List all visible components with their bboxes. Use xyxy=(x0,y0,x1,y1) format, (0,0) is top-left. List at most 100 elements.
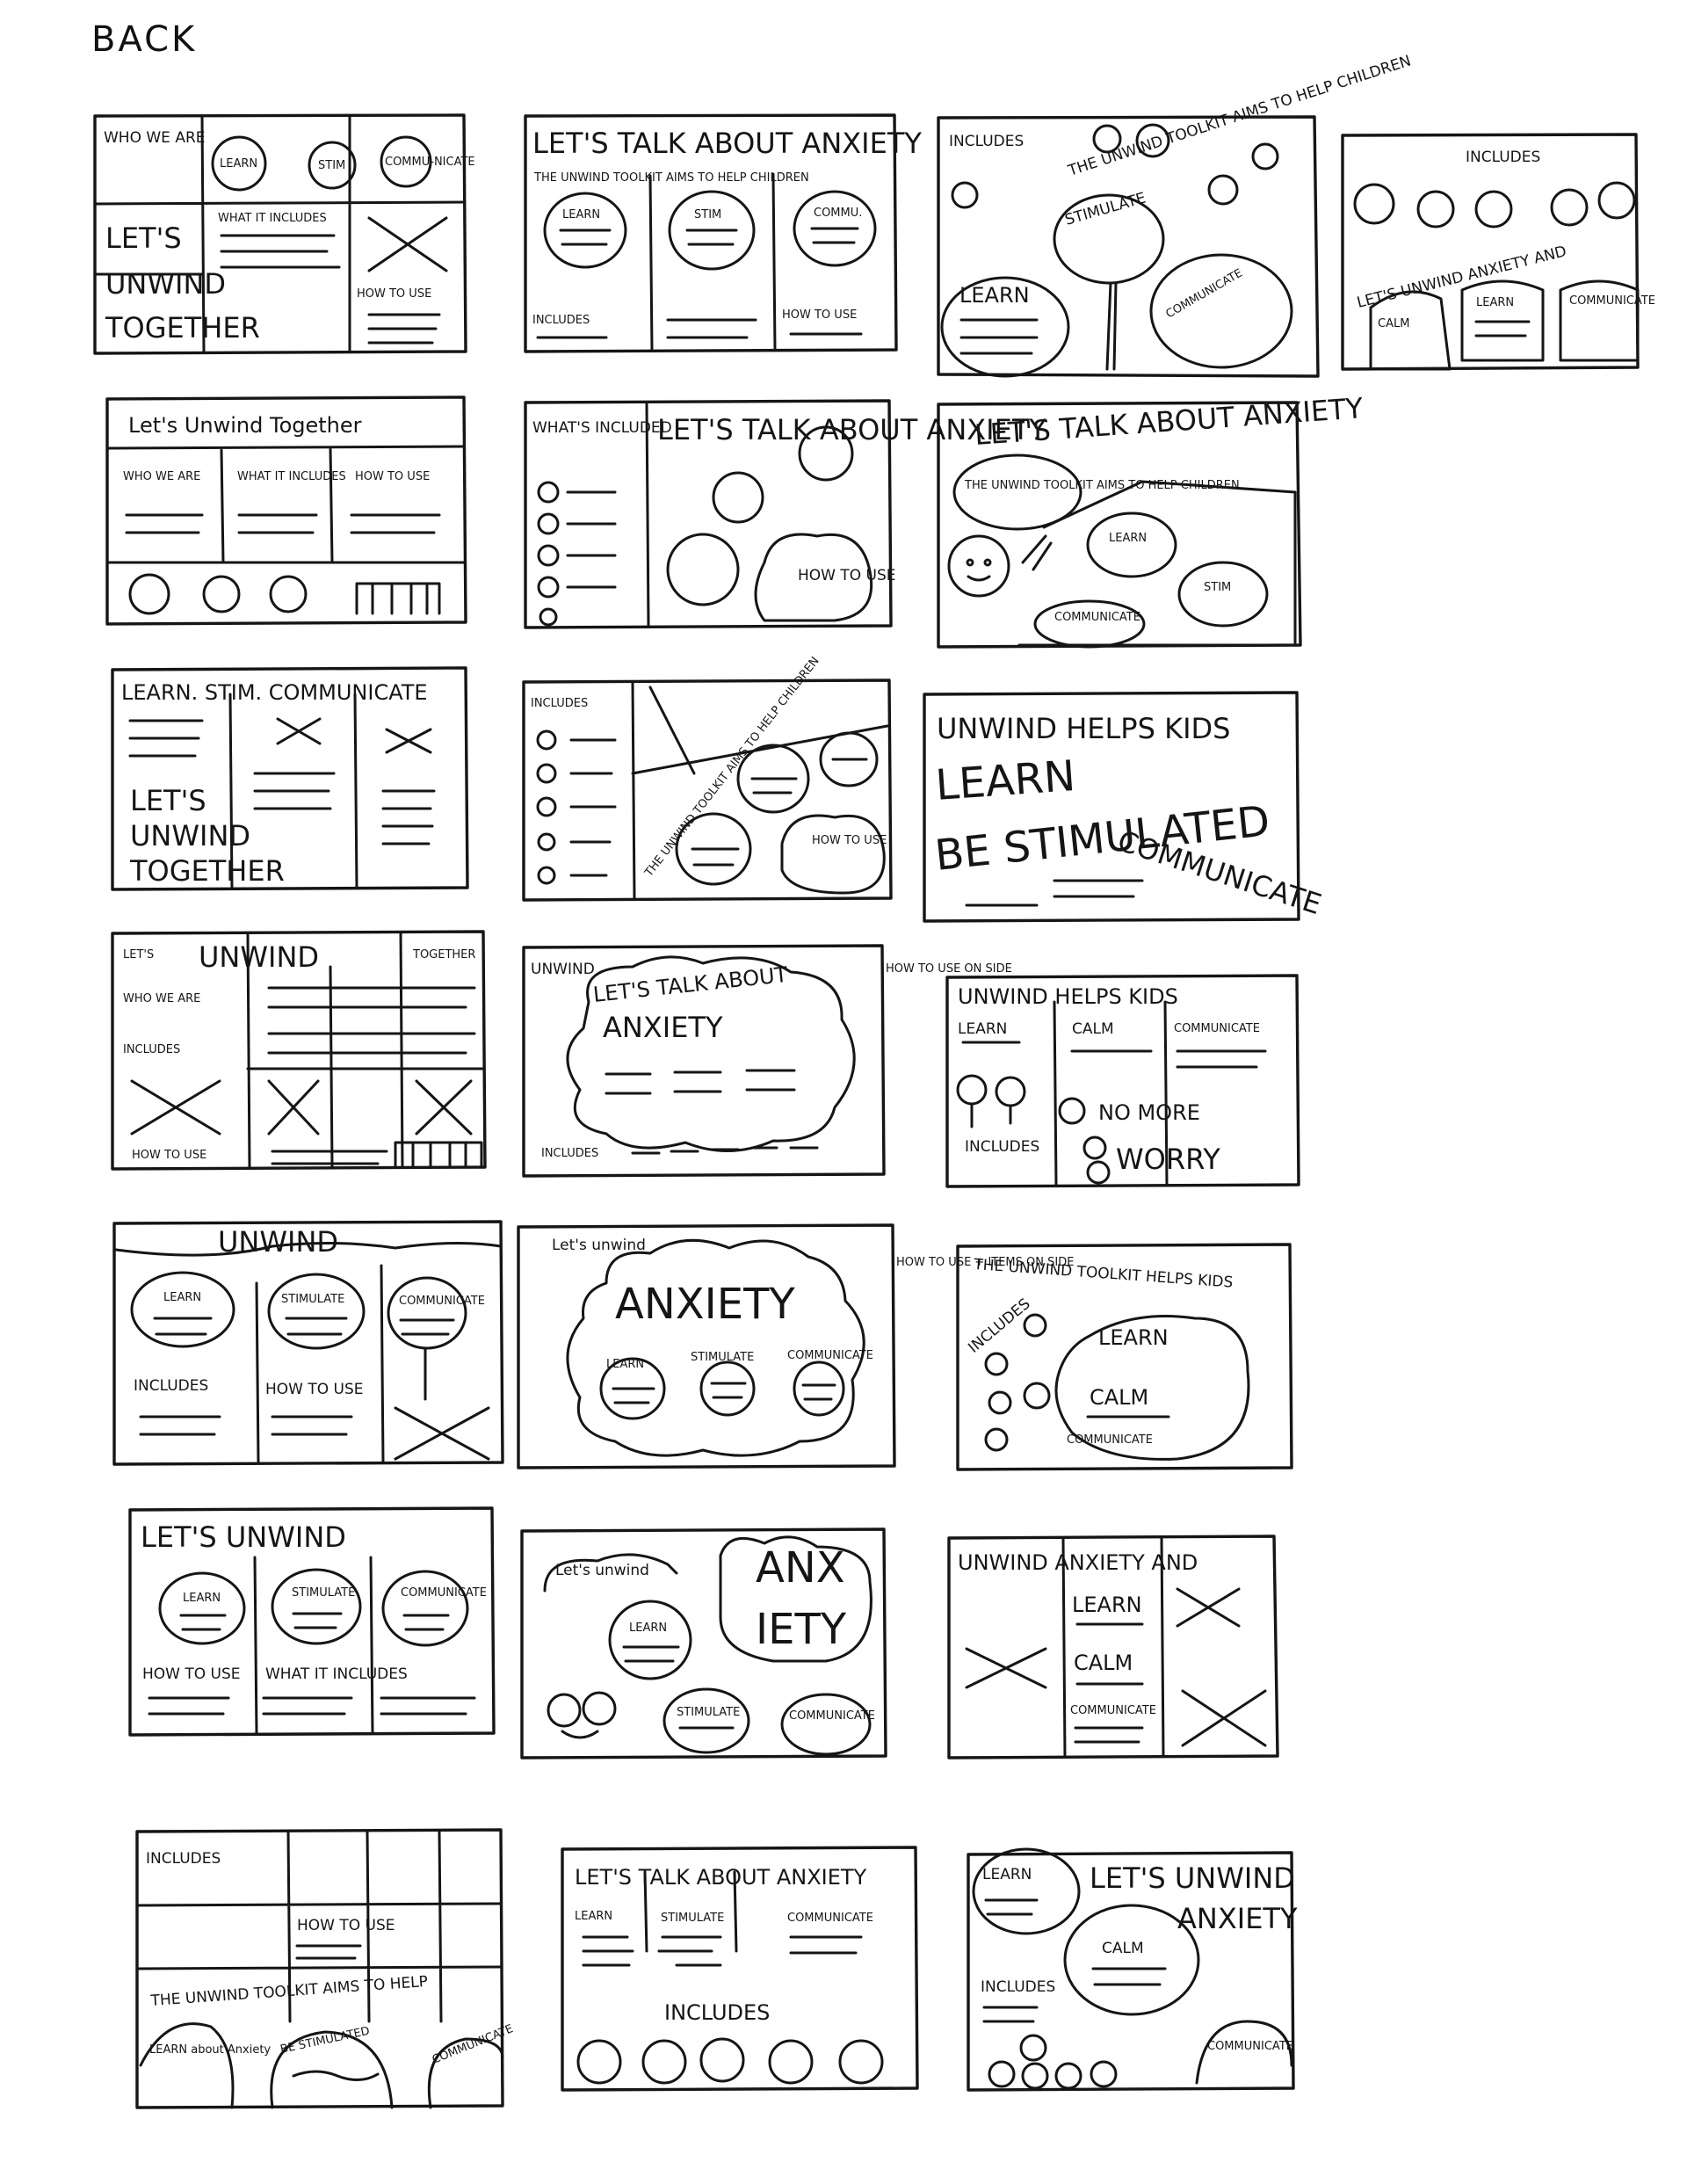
label: HOW TO USE xyxy=(355,470,430,483)
label: LEARN xyxy=(183,1592,221,1605)
label: CALM xyxy=(1072,1020,1114,1038)
sketch-20: Let's unwind ANX IETY LEARN STIMULATE CO… xyxy=(520,1527,887,1760)
label: STIMULATE xyxy=(677,1706,740,1719)
label: ANX xyxy=(756,1543,845,1593)
label: WHO WE ARE xyxy=(104,129,206,147)
sketch-17: HOW TO USE + ITEMS ON SIDE xyxy=(896,1256,1074,1269)
circle-icon xyxy=(211,135,267,192)
label: THE UNWIND TOOLKIT HELPS KIDS xyxy=(973,1256,1234,1292)
label: ANXIETY xyxy=(603,1011,723,1044)
sketch-10: UNWIND HELPS KIDS LEARN BE STIMULATED CO… xyxy=(923,691,1326,923)
label: COMMUNICATE xyxy=(399,1295,485,1308)
label: CALM xyxy=(1102,1940,1144,1957)
sketch-frame xyxy=(93,113,467,355)
label: LEARN. STIM. COMMUNICATE xyxy=(121,680,428,705)
label: WHAT'S INCLUDED xyxy=(532,419,672,437)
label: UNWIND xyxy=(218,1225,338,1259)
label: WHO WE ARE xyxy=(123,992,200,1005)
sketch-5: Let's Unwind Together WHO WE ARE WHAT IT… xyxy=(105,395,467,626)
label: LEARN xyxy=(1098,1325,1169,1350)
label: ANXIETY xyxy=(1177,1902,1298,1935)
label: COMMUNICATE xyxy=(787,1349,873,1362)
label: COMMUNICATE xyxy=(1174,1022,1260,1035)
label: CALM xyxy=(1074,1651,1133,1675)
label: LEARN about Anxiety xyxy=(149,2043,271,2057)
label: UNWIND xyxy=(130,819,250,853)
label: HOW TO USE xyxy=(798,567,896,584)
label: UNWIND xyxy=(199,940,319,974)
label: INCLUDES xyxy=(123,1043,180,1056)
label: LEARN xyxy=(220,157,257,171)
label: LET'S UNWIND xyxy=(141,1520,346,1554)
circle-icon xyxy=(380,135,432,188)
label: WORRY xyxy=(1116,1143,1220,1176)
label: LEARN xyxy=(1109,532,1147,545)
label: LET'S TALK ABOUT ANXIETY xyxy=(575,1865,867,1890)
label: STIMULATE xyxy=(661,1912,724,1925)
label: LEARN xyxy=(934,751,1077,810)
label: COMMUNICATE xyxy=(789,1709,875,1723)
sketch-8: LEARN. STIM. COMMUNICATE LET'S UNWIND TO… xyxy=(111,666,469,891)
label: UNWIND HELPS KIDS xyxy=(937,712,1230,745)
sketch-16: Let's unwind ANXIETY LEARN STIMULATE COM… xyxy=(517,1223,896,1469)
sketch-11: LET'S UNWIND TOGETHER WHO WE ARE INCLUDE… xyxy=(111,930,487,1171)
label: COMMUNICATE xyxy=(1067,1433,1153,1447)
label: HOW TO USE xyxy=(265,1381,364,1398)
label: COMMUNICATE xyxy=(1569,294,1655,308)
label: UNWIND xyxy=(105,267,226,301)
label: LET'S TALK ABOUT xyxy=(592,962,789,1007)
label: INCLUDES xyxy=(1466,149,1540,166)
label: INCLUDES xyxy=(531,697,588,710)
label: LEARN xyxy=(629,1622,667,1635)
label: LEARN xyxy=(982,1866,1032,1883)
label: LET'S TALK ABOUT ANXIETY xyxy=(974,391,1365,452)
sketch-1: WHO WE ARE LEARN STIM COMMU-NICATE WHAT … xyxy=(93,113,475,355)
label: INCLUDES xyxy=(134,1377,208,1395)
label: INCLUDES xyxy=(541,1147,598,1160)
label: STIM xyxy=(1204,581,1231,594)
label: ANXIETY xyxy=(615,1280,795,1329)
label: CALM xyxy=(1378,317,1409,330)
label: COMMUNICATE xyxy=(1164,267,1245,322)
label: NO MORE xyxy=(1098,1100,1200,1125)
label: HOW TO USE + ITEMS ON SIDE xyxy=(896,1256,1074,1269)
label: HOW TO USE xyxy=(357,287,431,301)
label: TOGETHER xyxy=(412,948,475,961)
label: LET'S xyxy=(130,784,206,817)
label: COMMUNICATE xyxy=(787,1912,873,1925)
label: UNWIND HELPS KIDS xyxy=(958,984,1178,1009)
label: LEARN xyxy=(1072,1593,1142,1617)
label: Let's Unwind Together xyxy=(128,413,362,438)
label: INCLUDES xyxy=(532,314,590,327)
sketch-21: UNWIND ANXIETY AND LEARN CALM COMMUNICAT… xyxy=(947,1535,1279,1760)
sketch-7: LET'S TALK ABOUT ANXIETY THE UNWIND TOOL… xyxy=(937,391,1365,649)
label: WHAT IT INCLUDES xyxy=(237,470,346,483)
label: LET'S TALK ABOUT ANXIETY xyxy=(657,413,1046,446)
label: HOW TO USE xyxy=(782,308,857,322)
label: HOW TO USE xyxy=(812,834,887,847)
sketch-4: INCLUDES LET'S UNWIND ANXIETY AND CALM L… xyxy=(1341,133,1655,371)
label: LEARN xyxy=(606,1358,644,1371)
label: COMMU-NICATE xyxy=(385,156,475,169)
label: LEARN xyxy=(163,1291,201,1304)
label: LEARN xyxy=(562,208,600,221)
sketch-15: UNWIND LEARN STIMULATE COMMUNICATE INCLU… xyxy=(112,1220,504,1466)
label: LEARN xyxy=(1476,296,1514,309)
sketch-13: HOW TO USE ON SIDE xyxy=(886,962,1012,976)
label: LET'S UNWIND xyxy=(1090,1861,1295,1895)
label: WHAT IT INCLUDES xyxy=(265,1665,408,1683)
label: LEARN xyxy=(958,1020,1007,1038)
sketch-22: INCLUDES HOW TO USE THE UNWIND TOOLKIT A… xyxy=(135,1828,515,2109)
label: HOW TO USE xyxy=(297,1917,395,1934)
label: INCLUDES xyxy=(146,1850,221,1868)
label: HOW TO USE xyxy=(132,1149,206,1162)
label: WHAT IT INCLUDES xyxy=(218,212,327,225)
sketch-2: LET'S TALK ABOUT ANXIETY THE UNWIND TOOL… xyxy=(524,113,922,353)
label: LEARN xyxy=(959,283,1030,308)
label: LEARN xyxy=(575,1910,612,1923)
label: TOGETHER xyxy=(105,311,260,345)
label: INCLUDES xyxy=(949,133,1024,150)
label: LET'S TALK ABOUT ANXIETY xyxy=(532,127,922,160)
sketch-18: THE UNWIND TOOLKIT HELPS KIDS INCLUDES L… xyxy=(956,1243,1293,1471)
